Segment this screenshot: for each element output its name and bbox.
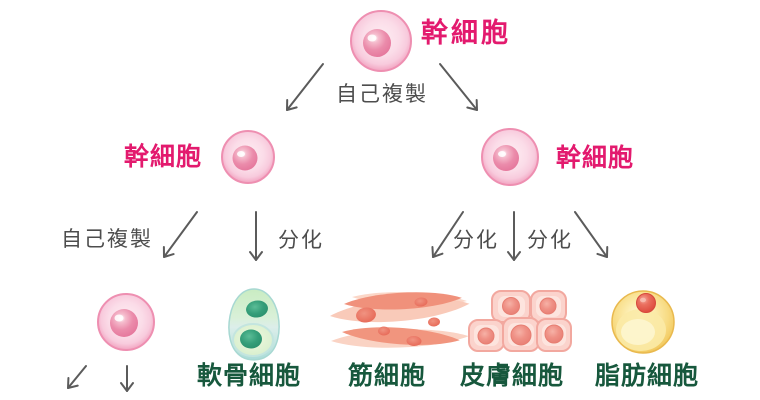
label-differentiation-left: 分化 <box>278 229 324 252</box>
stem-cell-icon-right <box>481 128 539 186</box>
label-skin-cell: 皮膚細胞 <box>460 362 565 390</box>
skin-cube <box>536 318 572 352</box>
arrow-bottom-left-diag <box>67 365 87 389</box>
label-chondrocyte: 軟骨細胞 <box>197 362 302 390</box>
skin-cube <box>502 317 540 352</box>
skin-cube <box>468 319 505 352</box>
label-self-replication-left: 自己複製 <box>61 228 153 251</box>
fat-cell-icon <box>611 290 675 354</box>
muscle-cell-icon <box>330 292 470 348</box>
label-stem-cell-left: 幹細胞 <box>124 143 203 171</box>
label-self-replication-top: 自己複製 <box>336 83 428 106</box>
skin-cube <box>530 290 567 323</box>
label-differentiation-right-2: 分化 <box>527 229 573 252</box>
arrow-right-diff-3 <box>574 211 609 258</box>
arrow-right-diff-1 <box>431 211 464 258</box>
arrow-top-to-left <box>286 63 324 111</box>
skin-cell-icon <box>468 290 572 352</box>
label-stem-cell-top: 幹細胞 <box>421 18 511 48</box>
chondrocyte-icon <box>228 288 280 361</box>
stem-cell-icon-bottom <box>97 293 155 351</box>
label-differentiation-right-1: 分化 <box>453 229 499 252</box>
arrows <box>67 63 609 392</box>
label-muscle-cell: 筋細胞 <box>348 362 427 390</box>
stem-cell-icon-top <box>350 10 412 72</box>
arrow-top-to-right <box>439 63 478 111</box>
arrow-left-self-replication <box>162 211 198 258</box>
label-stem-cell-right: 幹細胞 <box>556 144 635 172</box>
stem-cell-icon-left <box>221 130 275 184</box>
label-fat-cell: 脂肪細胞 <box>595 362 700 390</box>
